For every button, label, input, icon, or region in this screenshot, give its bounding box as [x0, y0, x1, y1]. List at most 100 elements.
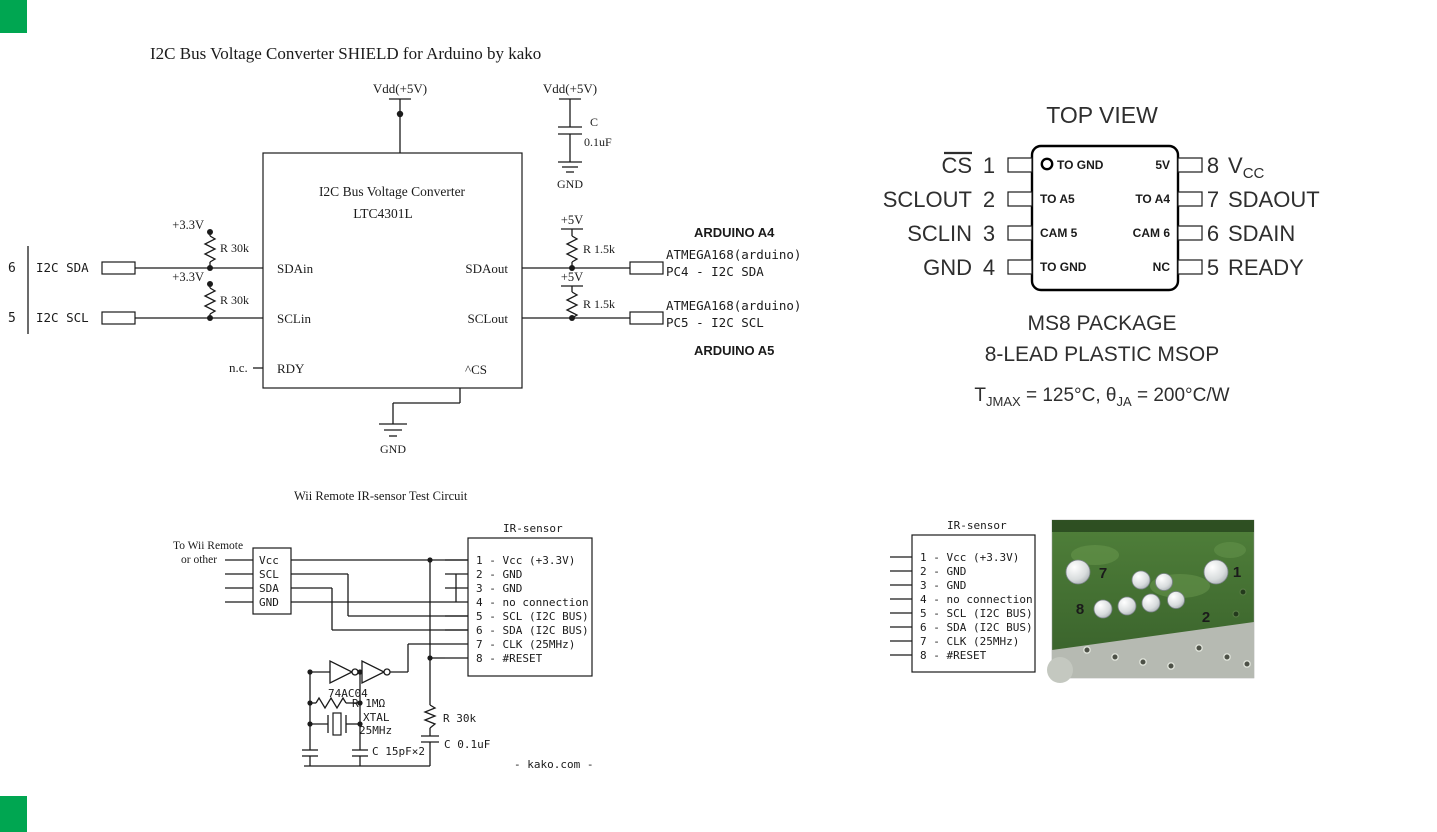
stub-pin8 [1177, 157, 1203, 173]
stub-pin7 [1177, 191, 1203, 207]
vcc-subscript: CC [1243, 165, 1265, 182]
crystal-oscillator: 74AC04 R 1MΩ XTAL 25MHz [302, 643, 445, 767]
r15k-top-label: R 1.5k [583, 242, 615, 256]
inner-pin5: NC [1153, 260, 1171, 274]
crystal-icon [332, 712, 342, 736]
r30k-top-label: R 30k [220, 241, 249, 255]
pin1-name: CS [941, 153, 972, 178]
bus-wiring [291, 557, 468, 705]
inner-pin8: 5V [1155, 158, 1170, 172]
pin1-indicator-icon [1040, 157, 1054, 171]
pin2-name: SCLOUT [883, 187, 972, 212]
ir-sensor2-box [911, 534, 1036, 673]
pcb-pin-numbers: 7 1 8 2 [1076, 564, 1241, 626]
r30k-bottom-label: R 30k [220, 293, 249, 307]
pin4-number: 4 [983, 255, 995, 280]
ir2-pin-6: 6 - SDA (I2C BUS) [920, 621, 1033, 634]
vdd-label-left: Vdd(+5V) [373, 81, 427, 96]
solder-blob-icon [1141, 593, 1161, 613]
remote-pin-gnd: GND [259, 596, 279, 609]
ir-sensor2-stubs [890, 556, 912, 656]
ir2-pin-3: 3 - GND [920, 579, 966, 592]
via-icon [1243, 660, 1251, 668]
pcb-number-8: 8 [1076, 601, 1084, 618]
v5-bottom-label: +5V [561, 270, 583, 284]
shield-schematic: I2C Bus Voltage Converter SHIELD for Ard… [8, 44, 801, 456]
scl-pin-number: 5 [8, 311, 16, 326]
via-icon [1139, 658, 1147, 666]
topview-diagram: TOP VIEW CS 1 SCLOUT 2 SCLIN 3 GND 4 [883, 102, 1320, 409]
pcb-number-2: 2 [1202, 609, 1210, 626]
decoupling-cap-branch: Vdd(+5V) C 0.1uF GND [543, 81, 612, 191]
solder-blob-icon [1093, 599, 1113, 619]
solder-blob-icon [1131, 570, 1151, 590]
via-icon [1232, 610, 1240, 618]
ir-sensor2-pinlist: 1 - Vcc (+3.3V) 2 - GND 3 - GND 4 - no c… [920, 551, 1033, 662]
ir2-pin-1: 1 - Vcc (+3.3V) [920, 551, 1019, 564]
pcb-highlight-1 [1071, 545, 1119, 565]
scl-connector [101, 311, 136, 325]
screen-artifacts [0, 0, 27, 832]
ltc4301-chip-body [262, 152, 523, 389]
via-icon [1111, 653, 1119, 661]
credit-label: - kako.com - [514, 758, 593, 771]
sda-connector [101, 261, 136, 275]
inner-pin4: TO GND [1040, 260, 1087, 274]
inner-pin6: CAM 6 [1133, 226, 1171, 240]
pin3-name: SCLIN [907, 221, 972, 246]
inverter2-bubble-icon [383, 668, 391, 676]
chip-title: I2C Bus Voltage Converter [319, 184, 466, 199]
pin6-number: 6 [1207, 221, 1219, 246]
pin2-number: 2 [983, 187, 995, 212]
thermal-end: = 200°C/W [1132, 385, 1230, 406]
package-name: MS8 PACKAGE [1028, 312, 1177, 335]
pin5-number: 5 [1207, 255, 1219, 280]
topview-title: TOP VIEW [1046, 102, 1158, 128]
ir2-pin-2: 2 - GND [920, 565, 966, 578]
xtal-label-2: 25MHz [359, 724, 392, 737]
pin-cs: ^CS [465, 362, 487, 377]
ir-pin-2: 2 - GND [476, 568, 522, 581]
pcb-gray-corner [1047, 657, 1073, 683]
ir-pin-8: 8 - #RESET [476, 652, 543, 665]
inner-pin7: TO A4 [1135, 192, 1170, 206]
thermal-mid: = 125°C, θ [1021, 385, 1117, 406]
rdy-nc: n.c. [229, 360, 263, 375]
r15k-bottom-label: R 1.5k [583, 297, 615, 311]
cs-gnd-branch: GND [379, 388, 461, 456]
package-type: 8-LEAD PLASTIC MSOP [985, 343, 1220, 366]
stub-pin6 [1177, 225, 1203, 241]
sensor-pinout-panel: IR-sensor 1 - Vcc (+3.3V) 2 - GND 3 - GN… [890, 519, 1255, 683]
ir-sensor-box [467, 537, 593, 677]
inner-pin2: TO A5 [1040, 192, 1075, 206]
nc-label: n.c. [229, 360, 248, 375]
inner-pin3: CAM 5 [1040, 226, 1078, 240]
remote-left-stubs [225, 559, 253, 603]
vcc-main: V [1228, 153, 1243, 178]
pin1-number: 1 [983, 153, 995, 178]
atmega-sda-line2: PC4 - I2C SDA [666, 264, 764, 279]
atmega-sda-line1: ATMEGA168(arduino) [666, 247, 801, 262]
stub-pin4 [1007, 259, 1033, 275]
pin4-name: GND [923, 255, 972, 280]
ir-sensor2-title: IR-sensor [947, 519, 1007, 532]
pin-sclin: SCLin [277, 311, 311, 326]
arduino-a4-label: ARDUINO A4 [694, 225, 775, 240]
v33-bottom-label: +3.3V [172, 270, 204, 284]
vdd-feed-chip: Vdd(+5V) [373, 81, 427, 153]
remote-caption-2: or other [181, 554, 217, 566]
i2c-sda-label: I2C SDA [36, 260, 89, 275]
xtal-label-1: XTAL [363, 711, 390, 724]
cap-value-label: 0.1uF [584, 135, 612, 149]
reset-rc-network: R 30k C 0.1uF [421, 704, 490, 766]
v33-top-label: +3.3V [172, 218, 204, 232]
thermal-ja-sub: JA [1117, 394, 1133, 409]
solder-blob-icon [1203, 559, 1229, 585]
remote-pin-scl: SCL [259, 568, 279, 581]
pin-sclout: SCLout [468, 311, 509, 326]
schematic-title: I2C Bus Voltage Converter SHIELD for Ard… [150, 44, 541, 63]
cap-gnd-label: GND [557, 177, 583, 191]
wii-test-circuit: Wii Remote IR-sensor Test Circuit To Wii… [173, 489, 593, 771]
via-icon [1239, 588, 1247, 596]
